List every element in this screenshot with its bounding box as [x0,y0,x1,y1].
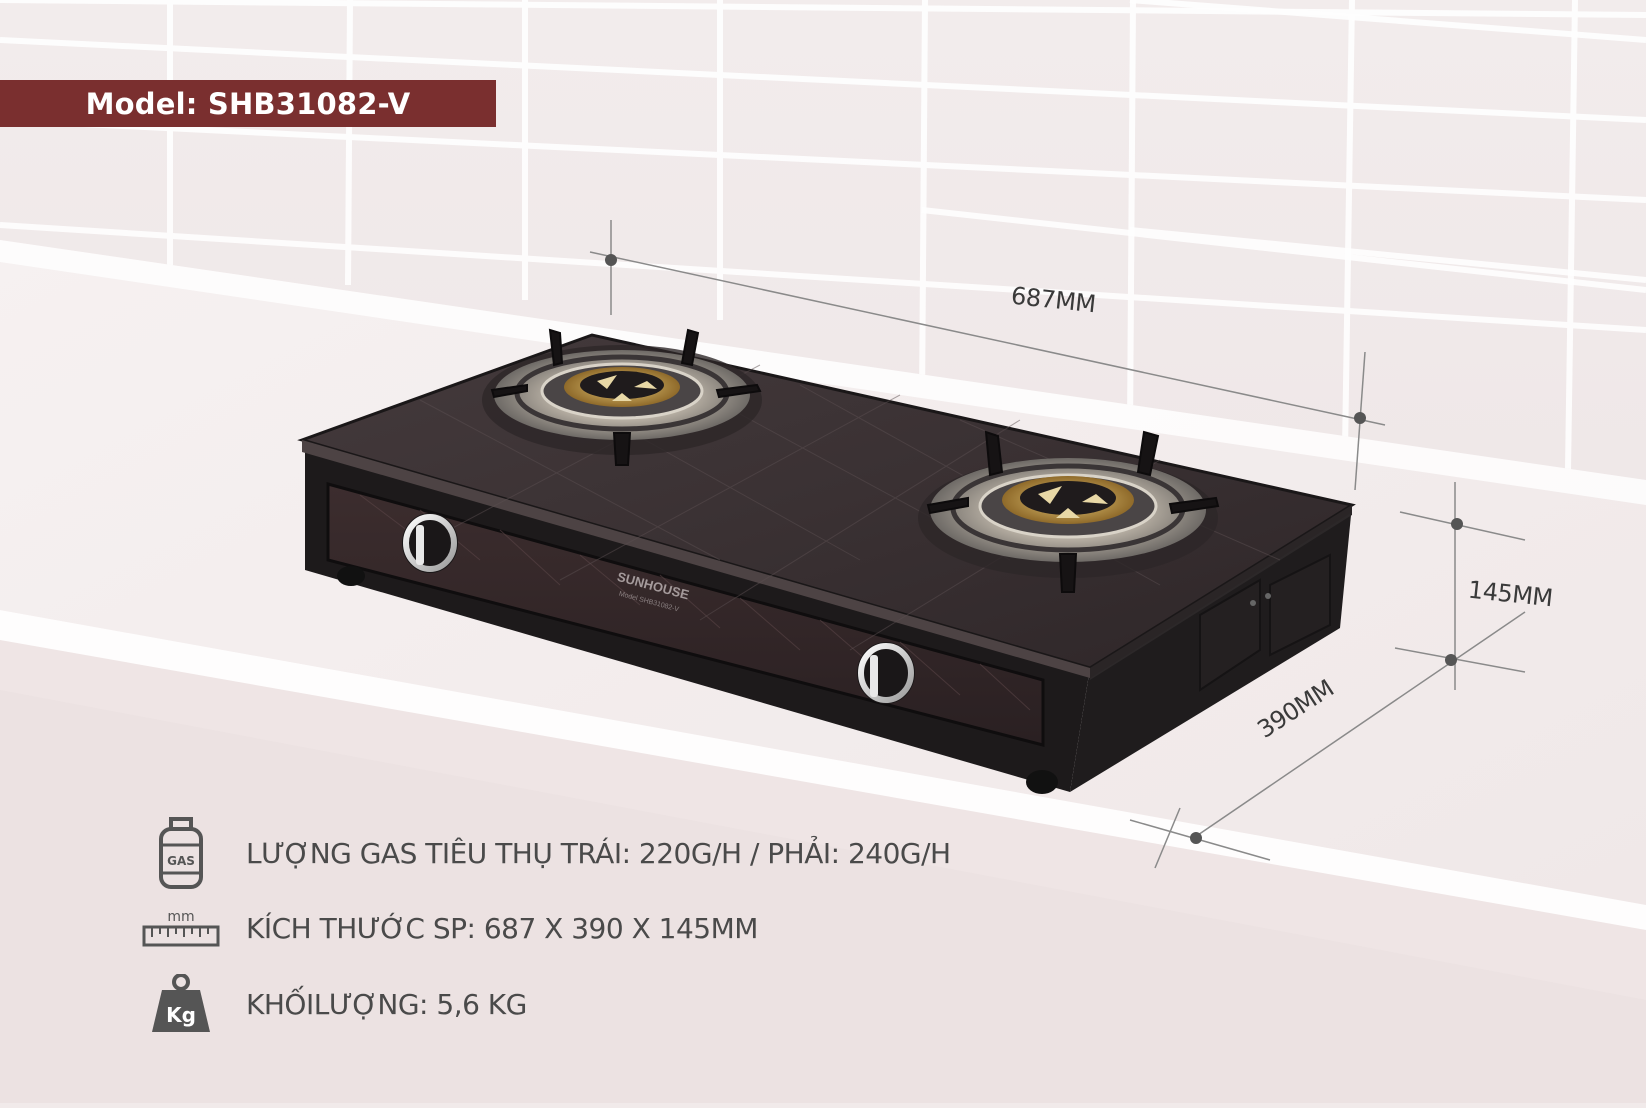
spec-row-gas: GAS LƯỢNG GAS TIÊU THỤ TRÁI: 220G/H / PH… [140,817,951,889]
model-value: SHB31082-V [207,86,411,121]
gas-icon-label: GAS [167,854,195,868]
ruler-icon-label: mm [167,909,194,925]
weight-icon: Kg [140,969,222,1039]
model-label: Model: [85,86,198,121]
weight-icon-label: Kg [166,1003,196,1027]
model-banner: Model: SHB31082-V [0,80,496,127]
product-size-text: KÍCH THƯỚC SP: 687 X 390 X 145MM [246,911,758,945]
weight-text: KHỐILƯỢNG: 5,6 KG [246,987,527,1021]
gas-cylinder-icon: GAS [140,817,222,889]
spec-row-size: mm KÍCH THƯỚC SP: 687 X 390 X 145MM [140,893,758,963]
gas-consumption-text: LƯỢNG GAS TIÊU THỤ TRÁI: 220G/H / PHẢI: … [246,836,951,870]
spec-row-weight: Kg KHỐILƯỢNG: 5,6 KG [140,969,527,1039]
ruler-icon: mm [140,893,222,963]
